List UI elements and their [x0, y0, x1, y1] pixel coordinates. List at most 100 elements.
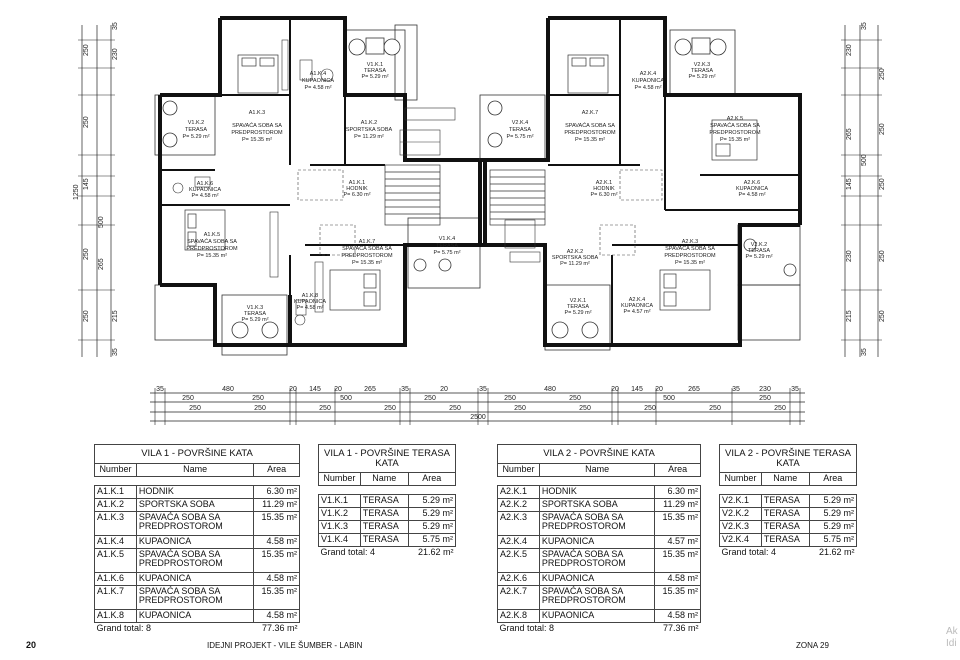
- dim-label: 145: [83, 178, 90, 190]
- cell-name: SPAVAĆA SOBA SA PREDPROSTOROM: [135, 584, 255, 610]
- dim-label: 20: [334, 386, 342, 393]
- dim-label: 265: [688, 386, 700, 393]
- dim-label: 20: [289, 386, 297, 393]
- cell-area: 5.29 m²: [808, 507, 858, 521]
- dim-label: 20: [440, 386, 448, 393]
- cell-area: 5.29 m²: [407, 520, 457, 534]
- cell-area: 15.35 m²: [253, 547, 300, 573]
- cell-number: A2.K.4: [497, 534, 540, 549]
- vila1-terrace-table: VILA 1 - POVRŠINE TERASA KATA Number Nam…: [318, 444, 457, 559]
- grand-total-area: 77.36 m²: [261, 622, 298, 633]
- dim-label: 500: [98, 216, 105, 228]
- column-header: Name: [538, 462, 656, 477]
- room-number: A2.K.5: [727, 116, 744, 122]
- cell-name: KUPAONICA: [538, 571, 656, 586]
- cell-name: KUPAONICA: [135, 534, 255, 549]
- room-area: P= 5.29 m²: [182, 134, 209, 140]
- room-name: HODNIK: [593, 186, 615, 192]
- cell-number: A1.K.3: [94, 510, 137, 536]
- villa-1-plan: [154, 16, 482, 356]
- room-name: SPAVAĆA SOBA SA: [665, 245, 715, 252]
- room-name: TERASA: [691, 68, 713, 74]
- room-area: P= 4.58 m²: [304, 85, 331, 91]
- grand-total-area: 21.62 m²: [417, 547, 454, 557]
- room-name: KUPAONICA: [736, 186, 768, 192]
- room-name: TERASA: [567, 304, 589, 310]
- cell-area: 15.35 m²: [654, 584, 701, 610]
- dim-label: 250: [504, 395, 516, 402]
- room-name: KUPAONICA: [302, 78, 334, 84]
- cell-area: 11.29 m²: [654, 497, 701, 512]
- dim-label: 250: [252, 395, 264, 402]
- dim-label: 250: [879, 178, 886, 190]
- room-number: A2.K.4: [640, 71, 657, 77]
- dim-label: 215: [112, 310, 119, 322]
- dim-total-label: 1250: [73, 184, 80, 200]
- room-number: V2.K.1: [570, 298, 587, 304]
- room-area: P= 15.35 m²: [575, 137, 605, 143]
- cell-number: A1.K.1: [94, 484, 137, 499]
- cell-area: 5.29 m²: [808, 494, 858, 508]
- dim-total-label: 2500: [470, 414, 486, 421]
- dim-label: 250: [579, 405, 591, 412]
- room-area: P= 5.75 m²: [506, 134, 533, 140]
- room-number: A2.K.3: [682, 239, 699, 245]
- room-name: TERASA: [436, 243, 458, 249]
- dim-label: 20: [611, 386, 619, 393]
- column-header: Name: [135, 462, 255, 477]
- column-header: Area: [654, 462, 701, 477]
- dim-label: 500: [861, 154, 868, 166]
- dim-label: 20: [655, 386, 663, 393]
- dim-label: 250: [182, 395, 194, 402]
- room-area: P= 5.75 m²: [433, 250, 460, 256]
- cell-number: V2.K.1: [719, 494, 762, 508]
- dim-label: 145: [631, 386, 643, 393]
- cell-area: 4.58 m²: [253, 571, 300, 586]
- cell-name: KUPAONICA: [538, 534, 656, 549]
- dim-label: 35: [791, 386, 799, 393]
- cell-name: HODNIK: [135, 484, 255, 499]
- cell-name: TERASA: [359, 494, 409, 508]
- dim-label: 250: [384, 405, 396, 412]
- room-number: V2.K.3: [694, 62, 711, 68]
- cell-area: 15.35 m²: [654, 547, 701, 573]
- room-area: P= 5.29 m²: [564, 310, 591, 316]
- room-area: P= 15.35 m²: [197, 253, 227, 259]
- room-area: P= 5.29 m²: [241, 317, 268, 323]
- column-header: Number: [94, 462, 137, 477]
- cell-area: 5.75 m²: [808, 533, 858, 547]
- room-number: A2.K.2: [567, 249, 584, 255]
- dim-label: 265: [846, 128, 853, 140]
- room-name: PREDPROSTOROM: [564, 130, 616, 136]
- room-area: P= 4.58 m²: [738, 192, 765, 198]
- room-area: P= 15.35 m²: [675, 260, 705, 266]
- cell-name: TERASA: [359, 533, 409, 547]
- dim-label: 250: [879, 250, 886, 262]
- room-name: TERASA: [748, 248, 770, 254]
- cell-number: V1.K.1: [318, 494, 361, 508]
- dim-label: 500: [663, 395, 675, 402]
- dim-label: 480: [222, 386, 234, 393]
- room-area: P= 5.29 m²: [745, 254, 772, 260]
- vila2-terrace-table: VILA 2 - POVRŠINE TERASA KATA Number Nam…: [719, 444, 858, 559]
- room-number: A1.K.1: [349, 180, 366, 186]
- room-number: A1.K.4: [310, 71, 327, 77]
- column-header: Number: [497, 462, 540, 477]
- watermark: Ak Idi: [946, 626, 958, 650]
- villa-2-plan: [479, 16, 802, 351]
- dim-label: 250: [709, 405, 721, 412]
- dim-label: 480: [544, 386, 556, 393]
- dim-label: 145: [846, 178, 853, 190]
- cell-area: 4.58 m²: [253, 534, 300, 549]
